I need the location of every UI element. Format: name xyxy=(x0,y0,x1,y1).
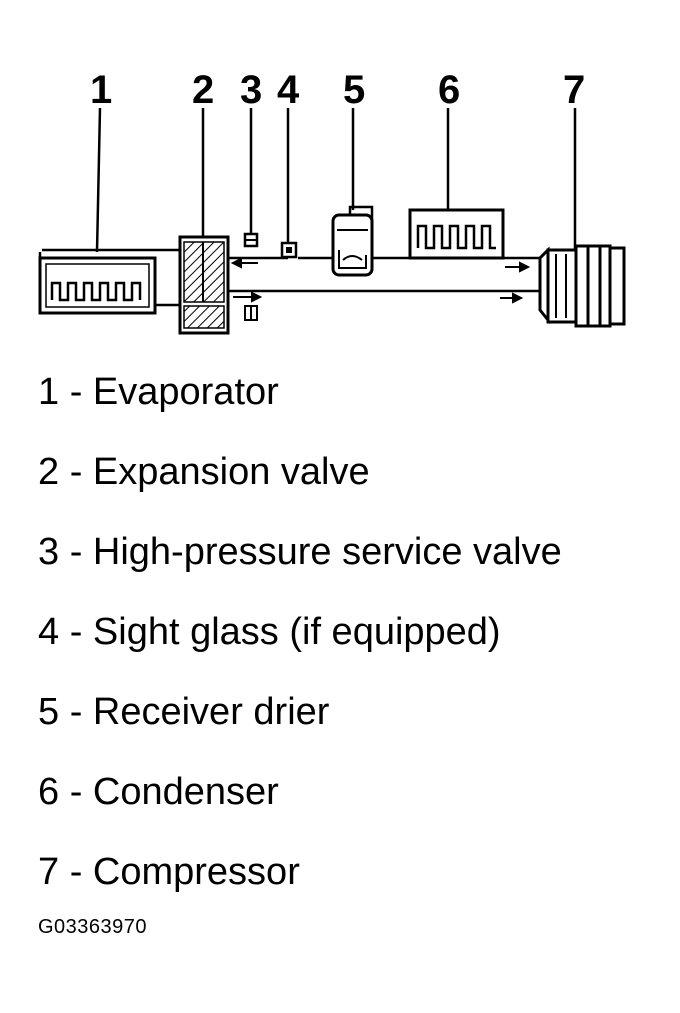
legend-item-receiver-drier: 5 - Receiver drier xyxy=(38,691,330,733)
callout-7: 7 xyxy=(563,68,585,112)
leader-lines xyxy=(95,107,577,253)
legend-item-sight-glass: 4 - Sight glass (if equipped) xyxy=(38,611,501,653)
compressor xyxy=(538,244,626,328)
high-pressure-service-valve xyxy=(243,232,259,321)
evaporator xyxy=(38,256,157,315)
legend-item-condenser: 6 - Condenser xyxy=(38,771,279,813)
callout-3: 3 xyxy=(240,68,262,112)
receiver-drier xyxy=(331,213,374,277)
flow-arrows xyxy=(230,257,531,304)
figure-id: G03363970 xyxy=(38,916,148,938)
legend-item-evaporator: 1 - Evaporator xyxy=(38,371,279,413)
component-legend: 1 - Evaporator 2 - Expansion valve 3 - H… xyxy=(38,352,562,912)
callout-1: 1 xyxy=(90,68,112,112)
expansion-valve xyxy=(178,235,230,335)
callout-2: 2 xyxy=(192,68,214,112)
ac-system-diagram: 1 2 3 4 5 6 7 xyxy=(38,68,626,335)
legend-item-compressor: 7 - Compressor xyxy=(38,851,300,893)
legend-item-expansion-valve: 2 - Expansion valve xyxy=(38,451,370,493)
callout-6: 6 xyxy=(438,68,460,112)
callout-5: 5 xyxy=(343,68,365,112)
condenser xyxy=(408,208,505,260)
callout-4: 4 xyxy=(277,68,300,112)
legend-item-high-pressure-service-valve: 3 - High-pressure service valve xyxy=(38,531,562,573)
sight-glass xyxy=(280,241,298,259)
